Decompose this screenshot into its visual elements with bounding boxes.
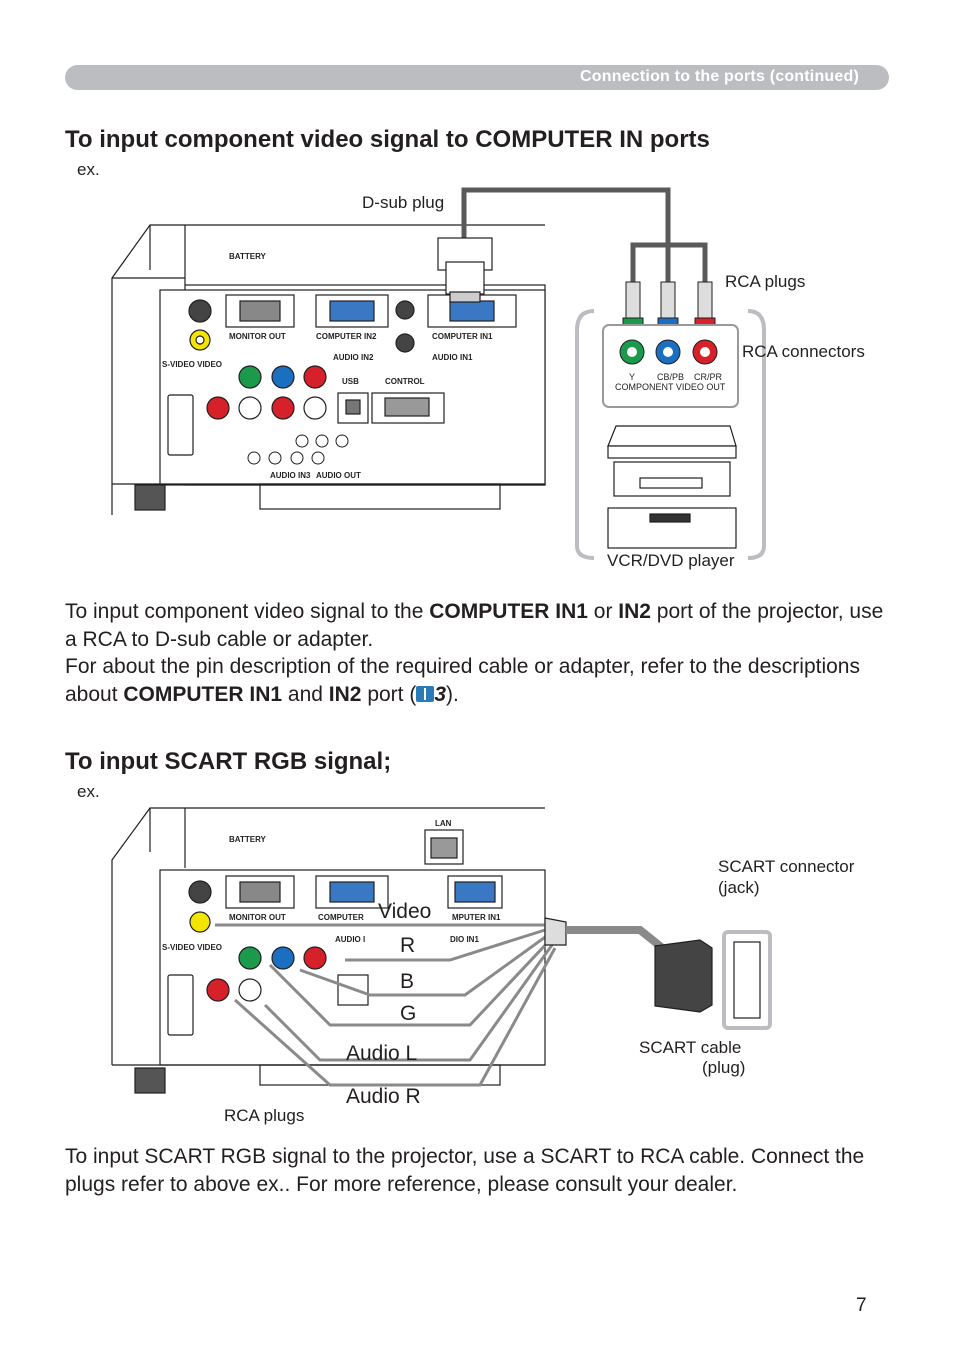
- scart-cable-label: SCART cable: [639, 1038, 741, 1057]
- scart-plug: [544, 917, 772, 1030]
- section1-body: To input component video signal to the C…: [65, 598, 895, 708]
- rca-plugs-label: RCA plugs: [725, 272, 805, 291]
- text-run: ).: [446, 682, 459, 706]
- in2-bold: IN2: [618, 600, 651, 623]
- dio-in1-label: DIO IN1: [450, 935, 479, 944]
- book-reference-icon: [416, 685, 435, 702]
- section1-ex-label: ex.: [77, 160, 100, 179]
- port-group: [188, 294, 517, 424]
- battery-label: BATTERY: [229, 252, 267, 261]
- dsub-plug: [437, 237, 493, 303]
- g-label: G: [400, 1002, 416, 1025]
- port-group-2: [188, 875, 503, 1006]
- vcr-dvd-devices: [607, 425, 737, 549]
- audio-partial-label: AUDIO I: [335, 935, 365, 944]
- vcr-dvd-label: VCR/DVD player: [607, 551, 735, 570]
- text-run: and: [282, 682, 329, 706]
- jack-label: (jack): [718, 878, 760, 897]
- section2-ex-label: ex.: [77, 782, 100, 801]
- dsub-plug-label: D-sub plug: [362, 193, 444, 212]
- component-out-panel: [602, 324, 739, 408]
- cr-pr-label: CR/PR: [694, 372, 723, 382]
- lan-label: LAN: [435, 819, 452, 828]
- component-video-out-label: COMPONENT VIDEO OUT: [615, 382, 726, 392]
- in2-bold: IN2: [328, 682, 362, 706]
- section1-paragraph-1: To input component video signal to the C…: [65, 598, 895, 653]
- svideo-video-label: S-VIDEO VIDEO: [162, 360, 222, 369]
- bracket-left: [575, 309, 595, 560]
- section2-title: To input SCART RGB signal;: [65, 748, 392, 775]
- audio-small-ports: [247, 434, 349, 465]
- component-video-diagram: BATTERY MONITOR OUT COMPUTER IN2 COMPUTE…: [111, 187, 865, 570]
- audio-in3-label: AUDIO IN3: [270, 471, 311, 480]
- r-label: R: [400, 934, 415, 957]
- audio-out-label: AUDIO OUT: [316, 471, 361, 480]
- svideo-video-label-2: S-VIDEO VIDEO: [162, 943, 222, 952]
- battery-label-2: BATTERY: [229, 835, 267, 844]
- computer-in1-bold: COMPUTER IN1: [429, 600, 588, 623]
- text-run: port (: [361, 682, 417, 706]
- monitor-out-label: MONITOR OUT: [229, 332, 286, 341]
- audio-r-label: Audio R: [346, 1085, 421, 1108]
- scart-to-rca-cable: [215, 923, 557, 1087]
- text-run: or: [587, 600, 619, 623]
- rca-to-dsub-cable: [461, 187, 708, 282]
- audio-in1-label: AUDIO IN1: [432, 353, 473, 362]
- section2-paragraph: To input SCART RGB signal to the project…: [65, 1145, 865, 1196]
- computer-in2-label: COMPUTER IN2: [316, 332, 377, 341]
- control-label: CONTROL: [385, 377, 425, 386]
- section2-body: To input SCART RGB signal to the project…: [65, 1143, 895, 1198]
- rca-connectors-label: RCA connectors: [742, 342, 865, 361]
- audio-in2-label: AUDIO IN2: [333, 353, 374, 362]
- page-reference-number: 3: [434, 682, 447, 706]
- text-run: For about the pin description of the req…: [65, 655, 860, 706]
- rca-plugs-label-2: RCA plugs: [224, 1106, 304, 1125]
- section1-paragraph-2: For about the pin description of the req…: [65, 653, 895, 708]
- section-header-title: Connection to the ports (continued): [580, 68, 859, 85]
- computer-in1-label: COMPUTER IN1: [432, 332, 493, 341]
- text-run: port of the projector, use a RCA to D-su…: [65, 600, 884, 651]
- cb-pb-label: CB/PB: [657, 372, 684, 382]
- plug-label: (plug): [702, 1058, 745, 1077]
- section1-title: To input component video signal to COMPU…: [65, 126, 710, 153]
- computer-in1-partial-label: MPUTER IN1: [452, 913, 501, 922]
- audio-l-label: Audio L: [346, 1042, 417, 1065]
- text-run: To input component video signal to the: [65, 600, 430, 623]
- usb-label: USB: [342, 377, 359, 386]
- computer-label-2: COMPUTER: [318, 913, 364, 922]
- y-label: Y: [629, 372, 635, 382]
- projector-rear-panel-2: [111, 807, 546, 1094]
- video-label: Video: [378, 900, 431, 923]
- rca-plug-group: [622, 281, 716, 327]
- bracket-right: [747, 309, 766, 560]
- computer-in1-bold: COMPUTER IN1: [123, 682, 283, 706]
- section-header-bar: Connection to the ports (continued): [65, 65, 889, 90]
- b-label: B: [400, 970, 414, 993]
- page-number: 7: [856, 1295, 867, 1316]
- monitor-out-label-2: MONITOR OUT: [229, 913, 286, 922]
- scart-connector-label: SCART connector: [718, 857, 855, 876]
